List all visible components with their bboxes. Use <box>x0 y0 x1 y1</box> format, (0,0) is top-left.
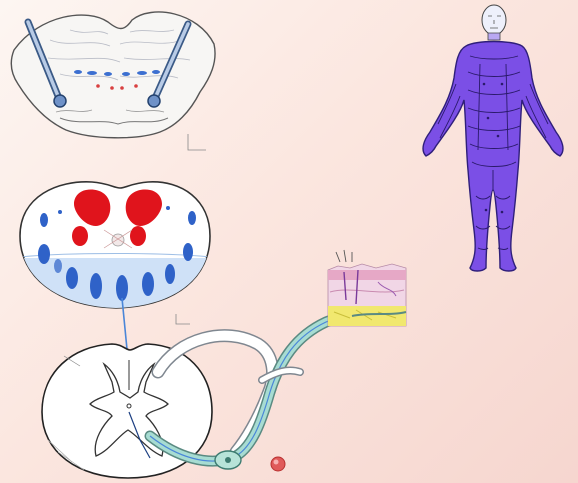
dorsal-root-ganglion <box>215 451 285 471</box>
spinal-cord-section-colored <box>10 182 220 324</box>
skin-receptor <box>328 250 406 326</box>
brainstem-section <box>11 12 215 150</box>
human-body-dermatomes <box>423 5 563 271</box>
